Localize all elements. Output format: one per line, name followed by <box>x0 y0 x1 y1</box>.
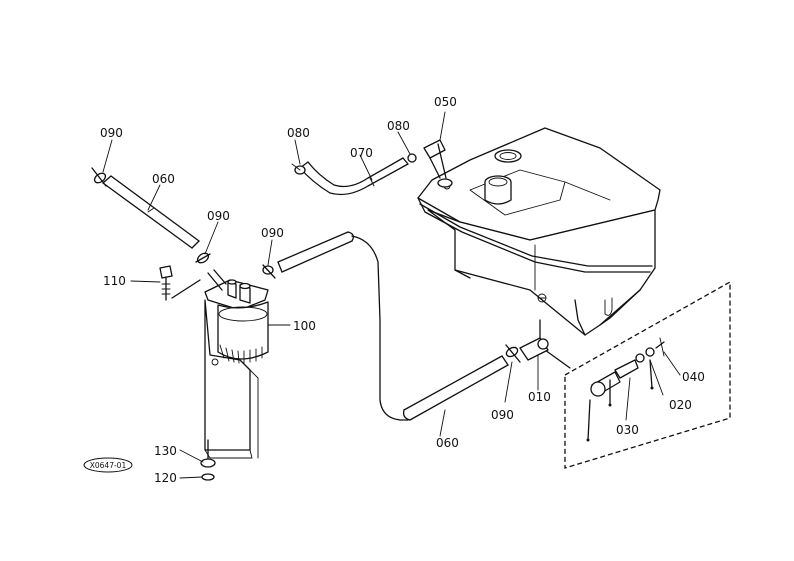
label-030: 030 <box>616 423 639 437</box>
label-090-right: 090 <box>261 226 284 240</box>
clamp-080-a <box>291 163 306 175</box>
label-110: 110 <box>103 274 126 288</box>
label-080-right: 080 <box>387 119 410 133</box>
label-100: 100 <box>293 319 316 333</box>
label-070: 070 <box>350 146 373 160</box>
clamp-090-b <box>195 252 211 264</box>
clamp-080-b <box>407 153 417 163</box>
hose-060-upper <box>102 175 200 249</box>
washer-120 <box>201 473 215 481</box>
clamp-090-a <box>91 167 107 187</box>
label-090-bottom: 090 <box>491 408 514 422</box>
clamp-090-d <box>505 344 521 363</box>
label-060-bottom: 060 <box>436 436 459 450</box>
label-010: 010 <box>528 390 551 404</box>
hose-060-lower <box>277 231 509 421</box>
elbow-fitting-050 <box>423 139 453 188</box>
drawing-code-text: X0647-01 <box>90 461 127 470</box>
hose-clamps <box>91 139 549 363</box>
drawing-code-badge: X0647-01 <box>83 457 133 473</box>
hose-070 <box>299 157 409 196</box>
label-020: 020 <box>669 398 692 412</box>
clamp-090-c <box>262 264 276 279</box>
leader-lines <box>102 111 681 479</box>
part-labels: 090 060 090 090 110 100 080 070 080 050 … <box>100 95 705 485</box>
label-090-top: 090 <box>100 126 123 140</box>
label-090-mid: 090 <box>207 209 230 223</box>
label-040: 040 <box>682 370 705 384</box>
label-130: 130 <box>154 444 177 458</box>
label-060-top: 060 <box>152 172 175 186</box>
bolt-110 <box>159 265 173 301</box>
label-120: 120 <box>154 471 177 485</box>
fuel-filter <box>204 269 269 459</box>
label-080-left: 080 <box>287 126 310 140</box>
hoses <box>102 157 571 421</box>
detail-box <box>564 280 731 469</box>
label-050: 050 <box>434 95 457 109</box>
nut-130 <box>200 439 216 468</box>
fuel-tank <box>417 127 661 336</box>
fuel-cock-010 <box>519 337 549 361</box>
bolt-110-leader <box>171 279 201 299</box>
